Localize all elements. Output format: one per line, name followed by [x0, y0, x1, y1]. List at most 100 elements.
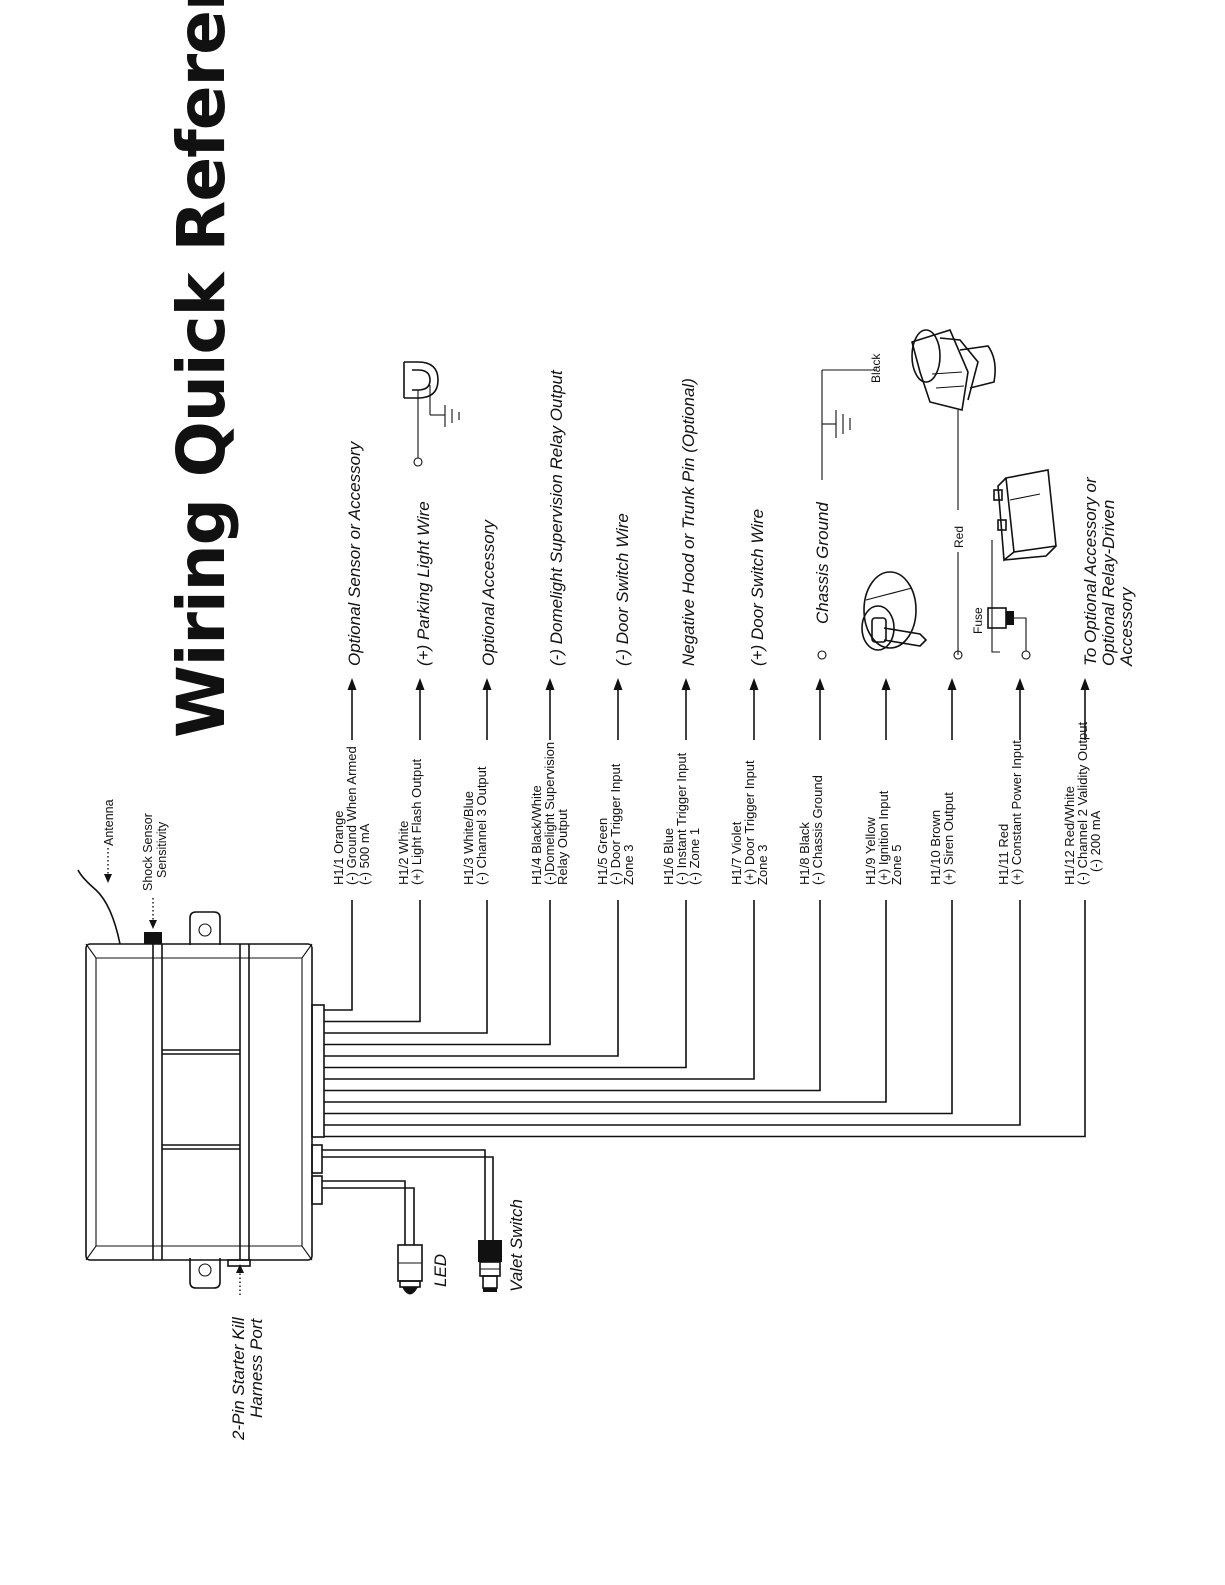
- ground-icon: [444, 405, 460, 427]
- wire-7-line-3: Zone 3: [755, 845, 770, 885]
- siren-icon: [911, 329, 996, 411]
- shock-sensor-label-2: Sensitivity: [155, 821, 169, 878]
- wire-1-line-3: (-) 500 mA: [357, 823, 372, 885]
- wire-label-h1-12: H1/12 Red/White (-) Channel 2 Validity O…: [1062, 722, 1103, 885]
- wire-6-arrow: [681, 678, 691, 690]
- dest-chassis-ground: Chassis Ground: [813, 502, 832, 624]
- wire-label-h1-8: H1/8 Black (-) Chassis Ground: [797, 775, 825, 885]
- wire-12-line-3: (-) 200 mA: [1088, 810, 1103, 872]
- dest-optional-sensor: Optional Sensor or Accessory: [345, 440, 364, 666]
- wire-2-line-2: (+) Light Flash Output: [409, 759, 424, 885]
- siren-black-wire-label: Black: [869, 353, 883, 383]
- wire-4-arrow: [545, 678, 555, 690]
- wire-11-line-2: (+) Constant Power Input: [1009, 740, 1024, 885]
- wire-5-line-2: (-) Door Trigger Input: [608, 763, 623, 885]
- wire-7: [324, 900, 755, 1080]
- wire-9-arrow: [881, 678, 891, 690]
- ignition-switch-icon: [861, 571, 928, 651]
- wire-8-line-1: H1/8 Black: [797, 822, 812, 885]
- wire-6-line-1: H1/6 Blue: [661, 828, 676, 885]
- parking-light-icon: [403, 361, 445, 467]
- dest-optional-accessory: Optional Accessory: [479, 519, 498, 666]
- shock-sensor-label-1: Shock Sensor: [141, 813, 155, 891]
- wire-9-line-2: (+) Ignition Input: [876, 790, 891, 885]
- wire-3-line-1: H1/3 White/Blue: [461, 791, 476, 885]
- led-icon: [397, 1244, 423, 1295]
- wire-8-arrow: [815, 678, 825, 690]
- wire-harness: [324, 678, 1090, 1138]
- wire-12: [324, 900, 1086, 1138]
- wire-12-line-2: (-) Channel 2 Validity Output: [1075, 722, 1090, 885]
- led-label: LED: [431, 1254, 450, 1287]
- wire-2-line-1: H1/2 White: [396, 821, 411, 885]
- wire-8: [324, 900, 821, 1092]
- wire-label-h1-1: H1/1 Orange (-) Ground When Armed (-) 50…: [331, 746, 372, 885]
- wire-5-line-3: Zone 3: [621, 845, 636, 885]
- wire-3-arrow: [482, 678, 492, 690]
- wire-7-line-1: H1/7 Violet: [729, 821, 744, 885]
- wire-1: [324, 900, 353, 1011]
- wire-6-line-3: (-) Zone 1: [687, 828, 702, 885]
- wire-label-h1-10: H1/10 Brown (+) Siren Output: [928, 792, 956, 885]
- wire-5-arrow: [613, 678, 623, 690]
- wire-4: [324, 900, 551, 1046]
- starter-kill-label-1: 2-Pin Starter Kill: [229, 1316, 248, 1441]
- wire-11: [324, 900, 1021, 1126]
- wire-label-h1-7: H1/7 Violet (+) Door Trigger Input Zone …: [729, 760, 770, 885]
- siren-red-wire-label: Red: [952, 526, 966, 548]
- wire-label-h1-5: H1/5 Green (-) Door Trigger Input Zone 3: [595, 763, 636, 885]
- dest-door-switch-neg: (-) Door Switch Wire: [613, 513, 632, 666]
- wire-4-line-3: Relay Output: [555, 809, 570, 885]
- wire-2: [324, 900, 421, 1023]
- wire-1-line-1: H1/1 Orange: [331, 811, 346, 885]
- battery-icon: [993, 469, 1057, 562]
- wire-3: [324, 900, 488, 1034]
- dest-relay-accessory-3: Accessory: [1117, 586, 1136, 667]
- wire-11-line-1: H1/11 Red: [996, 824, 1011, 885]
- wire-10-line-2: (+) Siren Output: [941, 792, 956, 885]
- alarm-module: [77, 869, 325, 1289]
- valet-switch-label: Valet Switch: [507, 1199, 526, 1292]
- wire-10-line-1: H1/10 Brown: [928, 810, 943, 885]
- dest-relay-accessory-2: Optional Relay-Driven: [1099, 500, 1118, 666]
- wire-4-line-1: H1/4 Black/White: [529, 785, 544, 885]
- wire-6-line-2: (-) Instant Trigger Input: [674, 752, 689, 885]
- wire-label-h1-6: H1/6 Blue (-) Instant Trigger Input (-) …: [661, 752, 702, 885]
- wire-11-arrow: [1015, 678, 1025, 690]
- wire-label-h1-4: H1/4 Black/White (-)Domelight Supervisio…: [529, 742, 570, 885]
- wire-8-line-2: (-) Chassis Ground: [810, 775, 825, 885]
- wire-12-arrow: [1080, 678, 1090, 690]
- wire-1-arrow: [347, 678, 357, 690]
- wire-7-arrow: [749, 678, 759, 690]
- dest-hood-trunk-pin: Negative Hood or Trunk Pin (Optional): [679, 378, 698, 666]
- wire-9: [324, 900, 887, 1103]
- wire-1-line-2: (-) Ground When Armed: [344, 746, 359, 885]
- dest-domelight: (-) Domelight Supervision Relay Output: [547, 369, 566, 666]
- page-title: Wiring Quick Reference Guide: [163, 0, 240, 738]
- wire-label-h1-11: H1/11 Red (+) Constant Power Input: [996, 740, 1024, 885]
- dest-door-switch-pos: (+) Door Switch Wire: [748, 509, 767, 666]
- wire-3-line-2: (-) Channel 3 Output: [474, 766, 489, 885]
- wire-12-line-1: H1/12 Red/White: [1062, 786, 1077, 885]
- antenna-label: Antenna: [102, 799, 116, 846]
- wire-10: [324, 900, 953, 1115]
- valet-switch-icon: [478, 1240, 502, 1292]
- wire-7-line-2: (+) Door Trigger Input: [742, 760, 757, 885]
- wire-label-h1-2: H1/2 White (+) Light Flash Output: [396, 759, 424, 885]
- wire-9-line-1: H1/9 Yellow: [863, 816, 878, 885]
- wire-2-arrow: [415, 678, 425, 690]
- dest-parking-light: (+) Parking Light Wire: [414, 501, 433, 666]
- wire-label-h1-3: H1/3 White/Blue (-) Channel 3 Output: [461, 766, 489, 885]
- wire-9-line-3: Zone 5: [889, 845, 904, 885]
- wire-5: [324, 900, 619, 1057]
- dest-relay-accessory-1: To Optional Accessory or: [1081, 476, 1100, 666]
- starter-kill-label-2: Harness Port: [247, 1318, 266, 1418]
- fuse-icon: [987, 607, 1014, 629]
- wire-5-line-1: H1/5 Green: [595, 818, 610, 885]
- ground-icon: [822, 410, 851, 438]
- fuse-label: Fuse: [971, 607, 985, 634]
- wire-4-line-2: (-)Domelight Supervision: [542, 742, 557, 885]
- wire-6: [324, 900, 687, 1069]
- wire-10-arrow: [947, 678, 957, 690]
